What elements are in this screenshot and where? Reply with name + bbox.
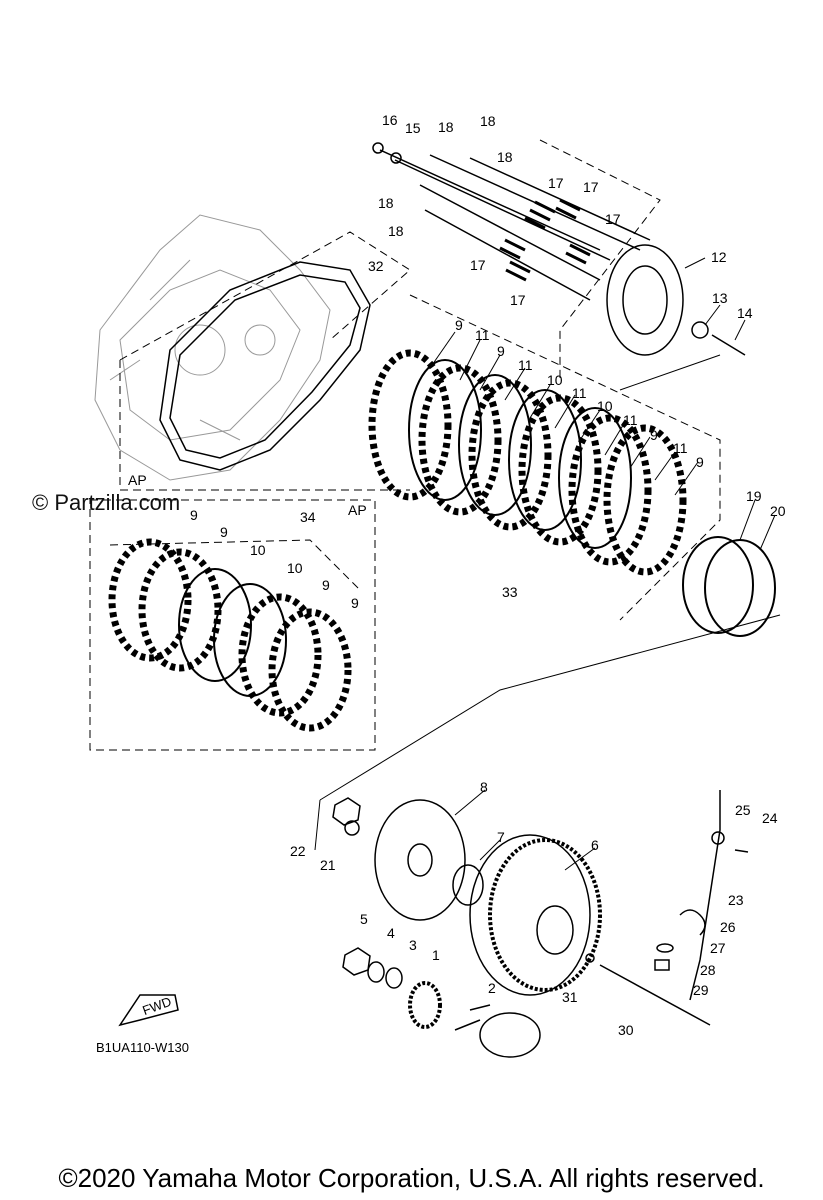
fwd-arrow-icon: FWD	[118, 994, 179, 1027]
partzilla-watermark: © Partzilla.com	[32, 490, 181, 515]
callout-4: 4	[387, 925, 395, 941]
callout-18d: 18	[378, 195, 394, 211]
gasket-illustration	[159, 261, 371, 471]
callout-9e: 9	[190, 507, 198, 523]
callout-13: 13	[712, 290, 728, 306]
clutch-plate-stack	[368, 349, 687, 576]
callout-6: 6	[591, 837, 599, 853]
callout-26: 26	[720, 919, 736, 935]
callout-11a: 11	[475, 327, 490, 343]
callout-9g: 9	[322, 577, 330, 593]
ap-label-main: AP	[128, 472, 147, 488]
callout-5: 5	[360, 911, 368, 927]
callout-16: 16	[382, 112, 398, 128]
diagram-code: B1UA110-W130	[96, 1040, 189, 1055]
leader-frame-lines	[314, 354, 781, 851]
pressure-plate-assembly	[372, 142, 746, 356]
callout-8: 8	[480, 779, 488, 795]
callout-21: 21	[320, 857, 336, 873]
callout-19: 19	[746, 488, 762, 504]
callout-25: 25	[735, 802, 751, 818]
callout-34: 34	[300, 509, 316, 525]
callout-11b: 11	[518, 357, 533, 373]
callout-9b: 9	[497, 343, 505, 359]
callout-18b: 18	[480, 113, 496, 129]
callout-9d: 9	[696, 454, 704, 470]
callout-29: 29	[693, 982, 709, 998]
callout-leaders	[429, 257, 776, 871]
callout-11e: 11	[673, 440, 688, 456]
callout-24: 24	[762, 810, 778, 826]
callout-31: 31	[562, 989, 578, 1005]
callout-14: 14	[737, 305, 753, 321]
engine-case-illustration	[94, 214, 331, 481]
callout-18c: 18	[497, 149, 513, 165]
copyright-notice: ©2020 Yamaha Motor Corporation, U.S.A. A…	[58, 1163, 765, 1193]
callout-17c: 17	[605, 211, 621, 227]
callout-23: 23	[728, 892, 744, 908]
callout-12: 12	[711, 249, 727, 265]
callout-9f: 9	[220, 524, 228, 540]
callout-11c: 11	[572, 385, 587, 401]
callout-10b: 10	[597, 398, 613, 414]
clutch-hub-and-housing	[332, 790, 749, 1058]
callout-10c: 10	[250, 542, 266, 558]
callout-15: 15	[405, 120, 421, 136]
callout-2: 2	[488, 980, 496, 996]
callout-7: 7	[497, 829, 505, 845]
callout-9h: 9	[351, 595, 359, 611]
callout-32: 32	[368, 258, 384, 274]
callout-28: 28	[700, 962, 716, 978]
callout-20: 20	[770, 503, 786, 519]
callout-30: 30	[618, 1022, 634, 1038]
callout-17d: 17	[470, 257, 486, 273]
assembly-dashed-frames	[89, 139, 721, 751]
callout-17e: 17	[510, 292, 526, 308]
callout-18e: 18	[388, 223, 404, 239]
callout-18a: 18	[438, 119, 454, 135]
callout-27: 27	[710, 940, 726, 956]
callout-3: 3	[409, 937, 417, 953]
callout-1: 1	[432, 947, 440, 963]
friction-plate-kit	[108, 538, 352, 732]
callout-22: 22	[290, 843, 306, 859]
callout-10d: 10	[287, 560, 303, 576]
callout-17b: 17	[583, 179, 599, 195]
callout-labels: 16 15 18 18 18 18 18 17 17 17 17 17 12 1…	[190, 112, 786, 1038]
callout-9c: 9	[650, 427, 658, 443]
ap-label-kit: AP	[348, 502, 367, 518]
callout-10a: 10	[547, 372, 563, 388]
callout-17a: 17	[548, 175, 564, 191]
callout-11d: 11	[623, 412, 638, 428]
callout-9a: 9	[455, 317, 463, 333]
callout-33: 33	[502, 584, 518, 600]
clutch-ring-illustration	[682, 536, 776, 637]
